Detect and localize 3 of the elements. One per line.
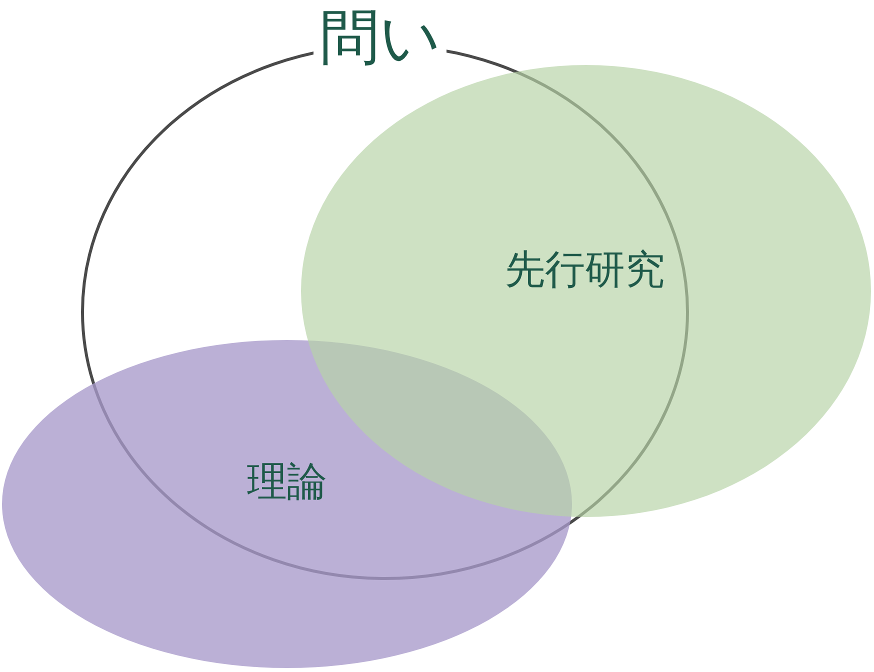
venn-label: 先行研究 (505, 250, 665, 290)
venn-label: 理論 (247, 462, 327, 502)
venn-heading: 問い (314, 8, 446, 68)
